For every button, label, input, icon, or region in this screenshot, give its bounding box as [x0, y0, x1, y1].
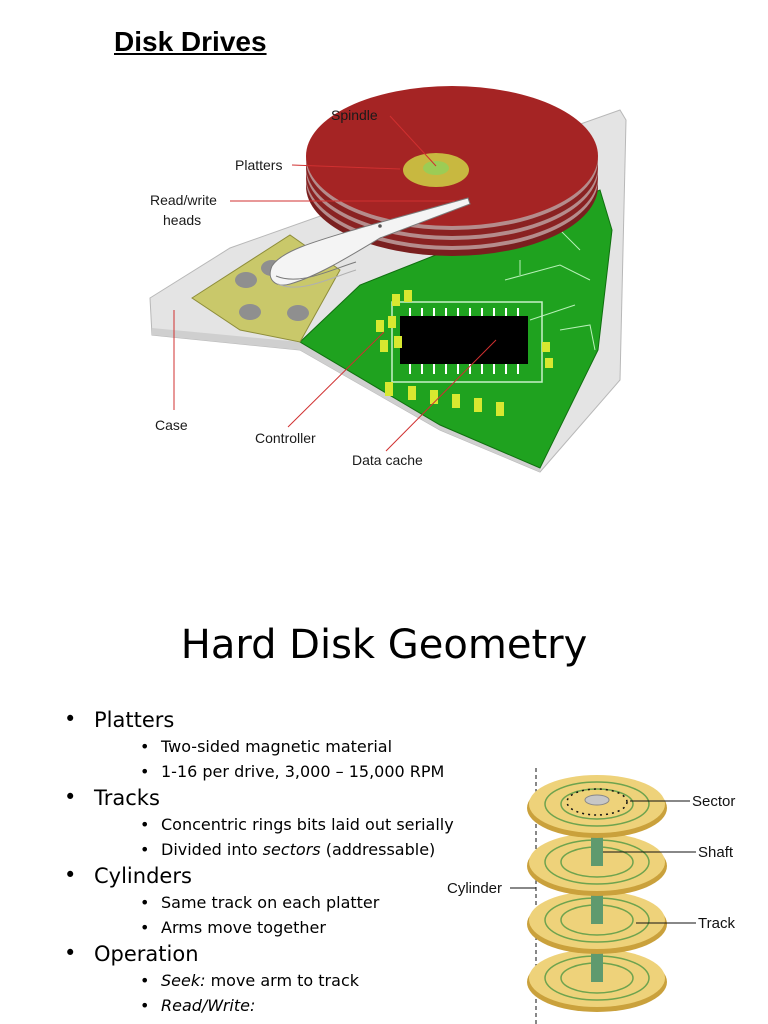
read-write-arm	[269, 197, 471, 286]
sub-bullet: Seek: move arm to track	[140, 968, 492, 993]
label-spindle: Spindle	[331, 107, 378, 123]
disk-geometry-diagram: Sector Shaft Track Cylinder	[447, 768, 735, 1024]
label-platters: Platters	[235, 157, 282, 173]
sub-bullet-text: Divided into	[161, 840, 263, 859]
bullet-operation: Operation	[62, 939, 492, 968]
sub-bullet: Divided into sectors (addressable)	[140, 837, 492, 862]
sub-bullet: Same track on each platter	[140, 890, 492, 915]
label-shaft: Shaft	[698, 844, 734, 861]
sub-bullet-text: Concentric rings bits laid out serially	[161, 815, 454, 834]
sub-bullet-emphasis: Seek:	[161, 971, 206, 990]
label-cylinder: Cylinder	[447, 880, 502, 897]
section-title: Hard Disk Geometry	[180, 622, 588, 668]
shaft-segment	[591, 834, 603, 866]
label-sector: Sector	[692, 793, 735, 810]
label-track: Track	[698, 915, 735, 932]
label-data-cache: Data cache	[352, 452, 423, 468]
hard-drive-diagram: Spindle Platters Read/write heads Case C…	[149, 86, 627, 473]
sub-bullet-text: move arm to track	[205, 971, 359, 990]
label-controller: Controller	[255, 430, 316, 446]
slide-title: Disk Drives	[114, 26, 267, 57]
label-case: Case	[155, 417, 188, 433]
shaft-segment	[591, 890, 603, 924]
sector-marker	[566, 788, 628, 816]
sub-bullet: Concentric rings bits laid out serially	[140, 812, 492, 837]
label-read-write-line2: heads	[163, 212, 201, 228]
platter-1	[527, 775, 667, 838]
sub-bullet-emphasis: Read/Write:	[161, 996, 256, 1015]
sub-bullet: Two-sided magnetic material	[140, 734, 492, 759]
bullet-tracks: Tracks	[62, 783, 492, 812]
sub-bullet: Arms move together	[140, 915, 492, 940]
sub-bullet-text: (addressable)	[320, 840, 436, 859]
data-cache-chip	[400, 316, 528, 364]
sub-bullet: Read/Write:	[140, 993, 492, 1018]
shaft-segment	[591, 948, 603, 982]
sub-bullet: 1-16 per drive, 3,000 – 15,000 RPM	[140, 759, 492, 784]
bullet-cylinders: Cylinders	[62, 861, 492, 890]
bullet-platters: Platters	[62, 705, 492, 734]
sub-bullet-emphasis: sectors	[262, 840, 321, 859]
label-read-write-line1: Read/write	[150, 192, 217, 208]
bullet-list: Platters Two-sided magnetic material 1-1…	[62, 705, 492, 1018]
